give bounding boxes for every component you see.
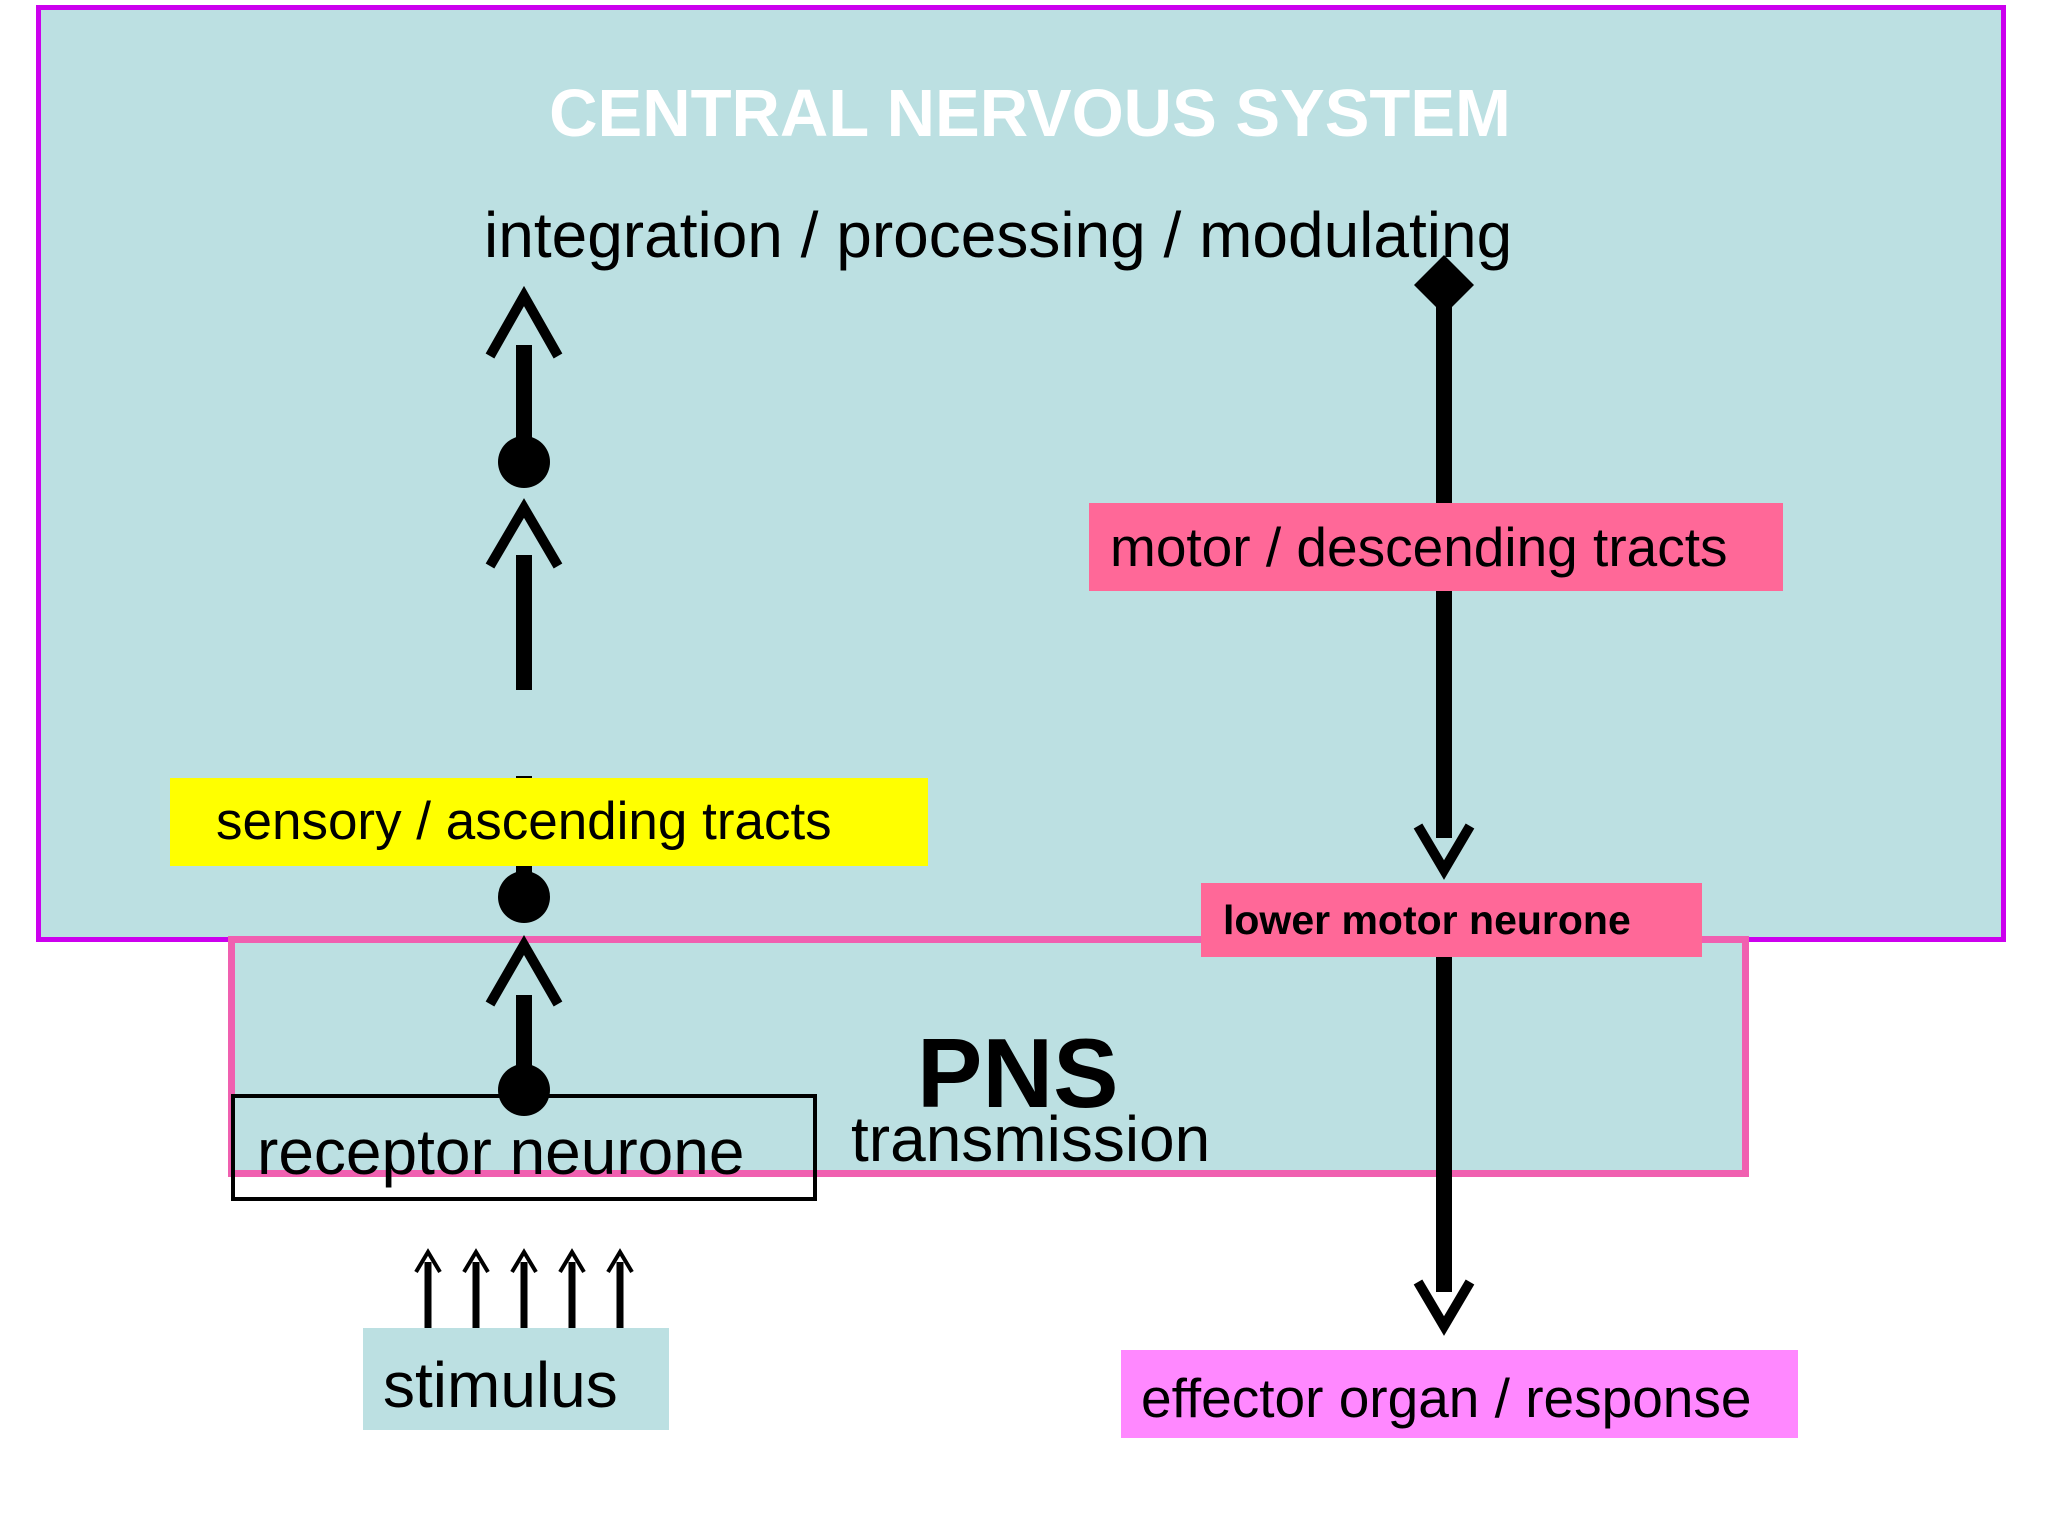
stimulus-label: stimulus [383, 1349, 618, 1421]
motor-pathway [1413, 255, 1475, 1336]
descending-arrowhead-2 [1413, 1279, 1475, 1336]
stimulus-arrowhead [606, 1248, 634, 1274]
stimulus-arrowhead [558, 1248, 586, 1274]
receptor-neurone-label: receptor neurone [231, 1094, 817, 1201]
pns-region-top-border [228, 936, 1749, 943]
lower-motor-neurone-label: lower motor neurone [1201, 883, 1702, 957]
sensory-pathway [485, 285, 563, 1116]
descending-arrowhead-1 [1413, 823, 1475, 880]
sensory-tracts-label: sensory / ascending tracts [170, 778, 928, 866]
pns-region [228, 939, 1749, 1177]
stimulus-arrows [414, 1248, 634, 1328]
ascending-arrowhead-2 [485, 498, 563, 569]
stimulus-box [363, 1328, 669, 1430]
ascending-arrowhead-1 [485, 934, 563, 1007]
effector-organ-label: effector organ / response [1121, 1350, 1798, 1438]
stimulus-arrowhead [462, 1248, 490, 1274]
ascending-arrowhead-3 [485, 285, 563, 359]
stimulus-arrowhead [510, 1248, 538, 1274]
pns-subtitle: transmission [851, 1103, 1211, 1175]
pns-title: PNS [917, 1018, 1119, 1128]
motor-tracts-label: motor / descending tracts [1089, 503, 1783, 591]
cns-title: CENTRAL NERVOUS SYSTEM [549, 76, 1511, 151]
stimulus-arrowhead [414, 1248, 442, 1274]
receptor-neurone-cell-body [498, 1064, 550, 1116]
cns-subtitle: integration / processing / modulating [484, 199, 1513, 271]
